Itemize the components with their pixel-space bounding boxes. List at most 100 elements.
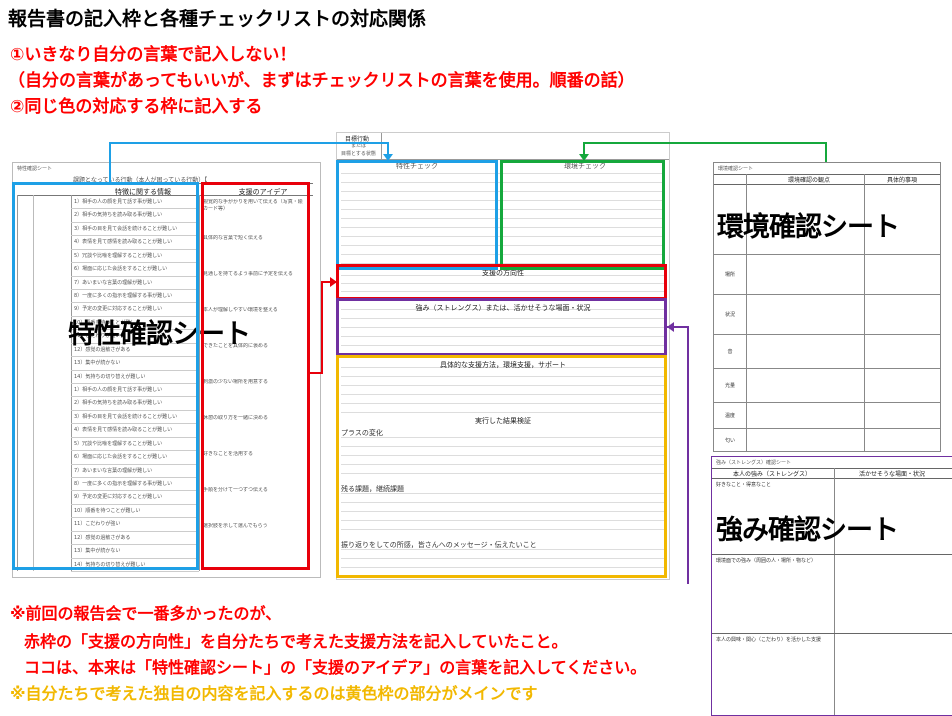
instruction-3: ②同じ色の対応する枠に記入する — [10, 97, 263, 117]
trait-item-row: 5）冗談や比喩を理解することが難しい — [71, 249, 199, 264]
env-col-viewpoint: 環境確認の観点 — [787, 177, 830, 184]
form-rule-line — [341, 437, 665, 438]
trait-item-row: 2）相手の気持ちを読み取る事が難しい — [71, 208, 199, 223]
trait-item-text: 5）冗談や比喩を理解することが難しい — [74, 440, 163, 447]
trait-item-text: 9）予定の変更に対応することが難しい — [74, 494, 163, 501]
trait-item-row: 8）一度に多くの指示を理解する事が難しい — [71, 477, 199, 492]
form-rule-line — [341, 245, 665, 246]
trait-item-text: 1）相手の人の顔を見て話す事が難しい — [74, 387, 163, 393]
form-rule-line — [341, 493, 665, 494]
trait-item-row: 3）相手の目を見て会話を続けることが難しい — [71, 222, 199, 237]
blue-connector — [109, 142, 389, 182]
trait-item-row: 11）こだわりが強い — [71, 517, 199, 532]
trait-idea-text: 具体的な言葉で短く伝える — [203, 235, 263, 241]
form-rule-line — [341, 173, 665, 174]
env-row: 状況 — [714, 294, 940, 335]
env-sheet-title: 環境確認シート — [718, 166, 754, 172]
trait-item-row: 6）場面に応じた会話をすることが難しい — [71, 450, 199, 465]
instruction-2: （自分の言葉があってもいいが、まずはチェックリストの言葉を使用。順番の話） — [8, 71, 635, 91]
env-row: 人 — [714, 184, 940, 255]
trait-idea-text: 見通しを持てるよう事前に予定を伝える — [203, 271, 293, 277]
trait-item-row: 1）相手の人の顔を見て話す事が難しい — [71, 383, 199, 398]
form-rule-line — [341, 376, 665, 377]
strengths-sheet: 強み（ストレングス）確認シート 本人の強み（ストレングス） 活かせそうな場面・状… — [711, 456, 952, 716]
form-rule-line — [341, 446, 665, 447]
red-arrowhead — [330, 277, 337, 287]
trait-item-text: 11）こだわりが強い — [74, 333, 121, 340]
env-check-header: 環境チェック — [564, 162, 606, 170]
form-rule-line — [341, 263, 665, 264]
form-rule-line — [341, 520, 665, 521]
trait-item-text: 6）場面に応じた会話をすることが難しい — [74, 454, 168, 461]
env-row-label: 光量 — [724, 383, 735, 389]
env-row-label: 匂い — [724, 437, 735, 444]
trait-item-row: 1）相手の人の顔を見て話す事が難しい — [71, 195, 199, 210]
form-rule-line — [341, 464, 665, 465]
env-row-label: 場所 — [724, 272, 735, 278]
form-rule-line — [341, 200, 665, 201]
env-row: 匂い — [714, 428, 940, 451]
trait-item-text: 13）集中が続かない — [74, 548, 121, 555]
trait-sheet-label: 特性確認シート — [68, 319, 251, 350]
env-sheet-label: 環境確認シート — [717, 212, 900, 243]
str-col-strength: 本人の強み（ストレングス） — [732, 471, 811, 478]
trait-item-text: 10）順番を待つことが難しい — [74, 507, 141, 514]
form-rule-line — [341, 191, 665, 192]
trait-col-ideas: 支援のアイデア — [238, 188, 288, 196]
trait-col-features: 特徴に関する情報 — [115, 188, 171, 196]
trait-item-text: 7）あいまいな言葉の理解が難しい — [74, 467, 153, 474]
trait-sheet-title: 特性確認シート — [17, 166, 53, 172]
trait-idea-text: 視覚的な手がかりを用いて伝える（写真・絵カード等） — [203, 199, 303, 212]
form-rule-line — [341, 182, 665, 183]
trait-item-text: 14）気持ちの切り替えが難しい — [74, 373, 146, 380]
trait-idea-text: できたことを具体的に褒める — [203, 343, 269, 349]
trait-item-text: 4）表情を見て感情を読み取ることが難しい — [74, 239, 173, 246]
trait-item-text: 5）冗談や比喩を理解することが難しい — [74, 252, 163, 259]
trait-item-row: 9）予定の変更に対応することが難しい — [71, 490, 199, 505]
str-item-3: 本人の興味・関心（こだわり）を活かした支援 — [716, 637, 822, 643]
trait-check-header: 特性チェック — [396, 162, 438, 170]
trait-item-row: 7）あいまいな言葉の理解が難しい — [71, 464, 199, 478]
trait-item-row: 2）相手の気持ちを読み取る事が難しい — [71, 396, 199, 411]
methods-header: 具体的な支援方法，環境支援，サポート — [440, 361, 566, 369]
form-rule-line — [341, 254, 665, 255]
trait-idea-text: 選択肢を示して選んでもらう — [203, 523, 268, 529]
yellow-frame — [336, 355, 667, 578]
form-rule-line — [341, 394, 665, 395]
trait-item-text: 6）場面に応じた会話をすることが難しい — [74, 266, 168, 273]
trait-item-row: 8）一度に多くの指示を理解する事が難しい — [71, 289, 199, 304]
note-1: ※前回の報告会で一番多かったのが、 — [10, 604, 282, 623]
reflection-label: 振り返りをしての所感，皆さんへのメッセージ・伝えたいこと — [341, 541, 537, 549]
env-row: 温度 — [714, 402, 940, 429]
trait-item-text: 1）相手の人の顔を見て話す事が難しい — [74, 199, 163, 205]
trait-item-text: 10）順番を待つことが難しい — [74, 319, 141, 326]
trait-item-row: 13）集中が続かない — [71, 356, 199, 371]
page-title: 報告書の記入枠と各種チェックリストの対応関係 — [8, 8, 427, 30]
trait-item-text: 14）気持ちの切り替えが難しい — [74, 561, 146, 568]
direction-header: 支援の方向性 — [482, 269, 524, 277]
trait-item-row: 12）感覚の過敏さがある — [71, 531, 199, 546]
strengths-header: 強み（ストレングス）または、活かせそうな場面・状況 — [415, 304, 591, 312]
str-sheet-title: 強み（ストレングス）確認シート — [716, 460, 792, 466]
trait-check-frame — [336, 160, 498, 270]
trait-item-text: 9）予定の変更に対応することが難しい — [74, 306, 163, 313]
red-connector — [310, 281, 336, 374]
trait-item-text: 13）集中が続かない — [74, 360, 121, 367]
trait-item-row: 10）順番を待つことが難しい — [71, 316, 199, 331]
plus-change-label: プラスの変化 — [341, 429, 383, 437]
trait-item-text: 2）相手の気持ちを読み取る事が難しい — [74, 400, 163, 407]
remaining-issue-label: 残る課題，継続課題 — [341, 485, 404, 493]
env-row-label: 音 — [727, 349, 733, 355]
trait-item-row: 11）こだわりが強い — [71, 329, 199, 344]
instruction-1: ①いきなり自分の言葉で記入しない！ — [10, 45, 297, 65]
env-row: 場所 — [714, 254, 940, 295]
trait-idea-text: 本人が理解しやすい環境を整える — [203, 307, 278, 313]
str-item-1: 好きなこと・得意なこと — [716, 482, 772, 488]
form-rule-line — [341, 558, 665, 559]
trait-item-text: 12）感覚の過敏さがある — [74, 534, 131, 541]
env-sheet: 環境確認シート 環境確認の観点 具体的事項 人場所状況音光量温度匂い — [713, 162, 941, 452]
form-rule-line — [341, 275, 665, 276]
purple-connector — [667, 326, 689, 584]
trait-item-row: 13）集中が続かない — [71, 544, 199, 559]
trait-item-row: 14）気持ちの切り替えが難しい — [71, 370, 199, 384]
